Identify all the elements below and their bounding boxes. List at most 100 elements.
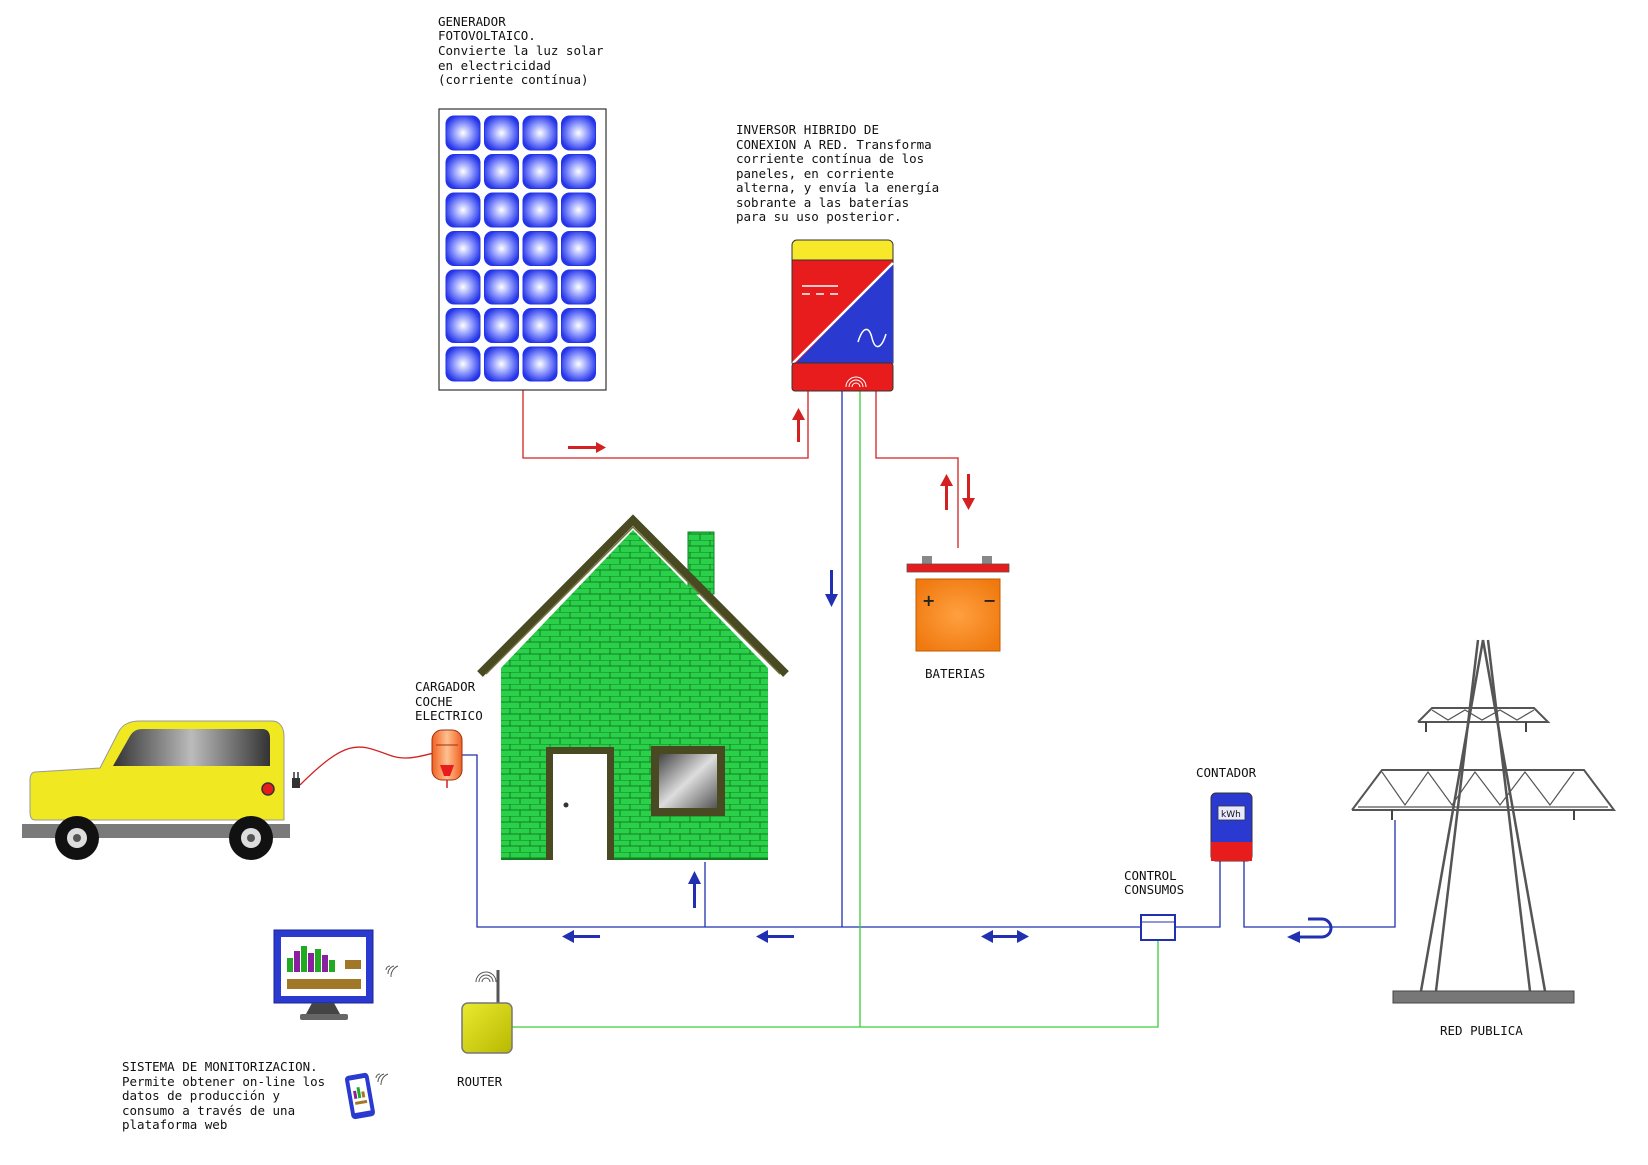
dc-symbol-icon [802,285,838,295]
monitor-bar [301,946,307,972]
pv-cell [445,346,481,382]
pv-cell [445,115,481,151]
arrow-up-red-battery-icon [940,474,953,510]
car-wheel-front [229,816,273,860]
monitor-bar [294,951,300,972]
battery: + − [906,556,1010,652]
ev-charger-label: CARGADOR COCHE ELECTRICO [415,679,483,723]
car-wheel-rear [55,816,99,860]
pv-cell [561,154,596,189]
svg-text:en electricidad: en electricidad [438,58,551,73]
energy-meter: kWh [1210,792,1253,862]
svg-text:Convierte la luz solar: Convierte la luz solar [438,43,604,58]
svg-text:CONTROL: CONTROL [1124,868,1177,883]
house-door [546,747,614,860]
pv-cell [445,154,481,189]
arrow-left-blue-2-icon [756,930,794,943]
monitor-wifi-icon [385,965,399,978]
meter-unit-label: kWh [1221,810,1241,820]
monitoring-label: SISTEMA DE MONITORIZACION. Permite obten… [122,1059,325,1132]
ev-charger [431,729,463,788]
pv-cell [522,269,558,305]
svg-text:Permite obtener on-line los: Permite obtener on-line los [122,1074,325,1089]
arrow-bidirectional-blue-icon [981,930,1029,943]
svg-text:sobrante a las baterías: sobrante a las baterías [736,195,909,210]
svg-text:CONEXION A RED. Transforma: CONEXION A RED. Transforma [736,137,932,152]
grid-label: RED PUBLICA [1440,1023,1523,1038]
svg-text:datos de producción y: datos de producción y [122,1088,281,1103]
svg-text:consumo a través de una: consumo a través de una [122,1103,295,1118]
pv-cell [522,154,558,189]
pv-cell [522,346,558,382]
inverter-label: INVERSOR HIBRIDO DE CONEXION A RED. Tran… [736,122,939,224]
phone-wifi-icon [375,1073,389,1086]
arrow-down-blue-icon [825,570,838,607]
ac-sine-icon [857,328,887,348]
pv-cell [561,115,596,151]
meter-label: CONTADOR [1196,765,1257,780]
monitoring-screen [273,929,399,1020]
pv-cell [484,231,519,266]
house [477,514,789,860]
pv-cell [561,308,596,343]
svg-text:ELECTRICO: ELECTRICO [415,708,483,723]
pv-cell [522,308,558,343]
pv-cell [561,231,596,266]
flow-arrows [562,408,1333,943]
monitor-bar [322,955,328,972]
pv-cell [484,192,519,228]
pv-cell [484,154,519,189]
ac-wiring [460,383,1396,928]
svg-text:CONSUMOS: CONSUMOS [1124,882,1184,897]
svg-text:CARGADOR: CARGADOR [415,679,476,694]
wifi-icon [845,376,867,388]
consumption-control-device [1140,914,1176,941]
svg-text:FOTOVOLTAICO.: FOTOVOLTAICO. [438,28,536,43]
pylon-insulators [1391,722,1575,820]
pv-cell [445,269,481,305]
router-label: ROUTER [457,1074,503,1089]
arrow-u-turn-blue-icon [1287,917,1333,943]
solar-panel [438,108,607,391]
power-pylon [1351,639,1616,1004]
pv-cell [445,192,481,228]
pv-cell [484,346,519,382]
svg-text:COCHE: COCHE [415,694,453,709]
car-charge-port-icon [261,782,275,796]
arrow-up-blue-house-icon [688,871,701,908]
arrow-left-blue-1-icon [562,930,600,943]
pv-cell [484,308,519,343]
pv-cell [522,115,558,151]
monitor-bar [287,958,293,972]
router-wifi-icon [475,971,497,983]
svg-text:SISTEMA DE MONITORIZACION.: SISTEMA DE MONITORIZACION. [122,1059,318,1074]
arrow-up-red-icon [792,408,805,442]
svg-text:paneles, en corriente: paneles, en corriente [736,166,894,181]
house-window [651,746,725,816]
pv-cell [484,115,519,151]
monitor-bar-chart [287,946,335,972]
pv-cell [484,269,519,305]
pv-cell [561,269,596,305]
pv-label: GENERADOR FOTOVOLTAICO. Convierte la luz… [438,14,604,87]
svg-text:para su uso posterior.: para su uso posterior. [736,209,902,224]
data-wiring [512,383,1159,1028]
arrow-right-red-icon [568,442,606,453]
electric-car [22,720,300,860]
pv-cell [561,192,596,228]
svg-text:(corriente contínua): (corriente contínua) [438,72,589,87]
monitor-bar [315,949,321,972]
charge-plug-icon [292,772,300,788]
smartphone [344,1072,389,1120]
pv-cell [445,231,481,266]
control-label: CONTROL CONSUMOS [1124,868,1184,897]
pv-cell [561,346,596,382]
monitor-bar [308,953,314,972]
hybrid-inverter [791,239,894,392]
svg-text:INVERSOR HIBRIDO DE: INVERSOR HIBRIDO DE [736,122,879,137]
pv-cell [445,308,481,343]
batteries-label: BATERIAS [925,666,985,681]
arrow-down-red-battery-icon [962,474,975,510]
svg-text:alterna, y envía la energía: alterna, y envía la energía [736,180,939,195]
